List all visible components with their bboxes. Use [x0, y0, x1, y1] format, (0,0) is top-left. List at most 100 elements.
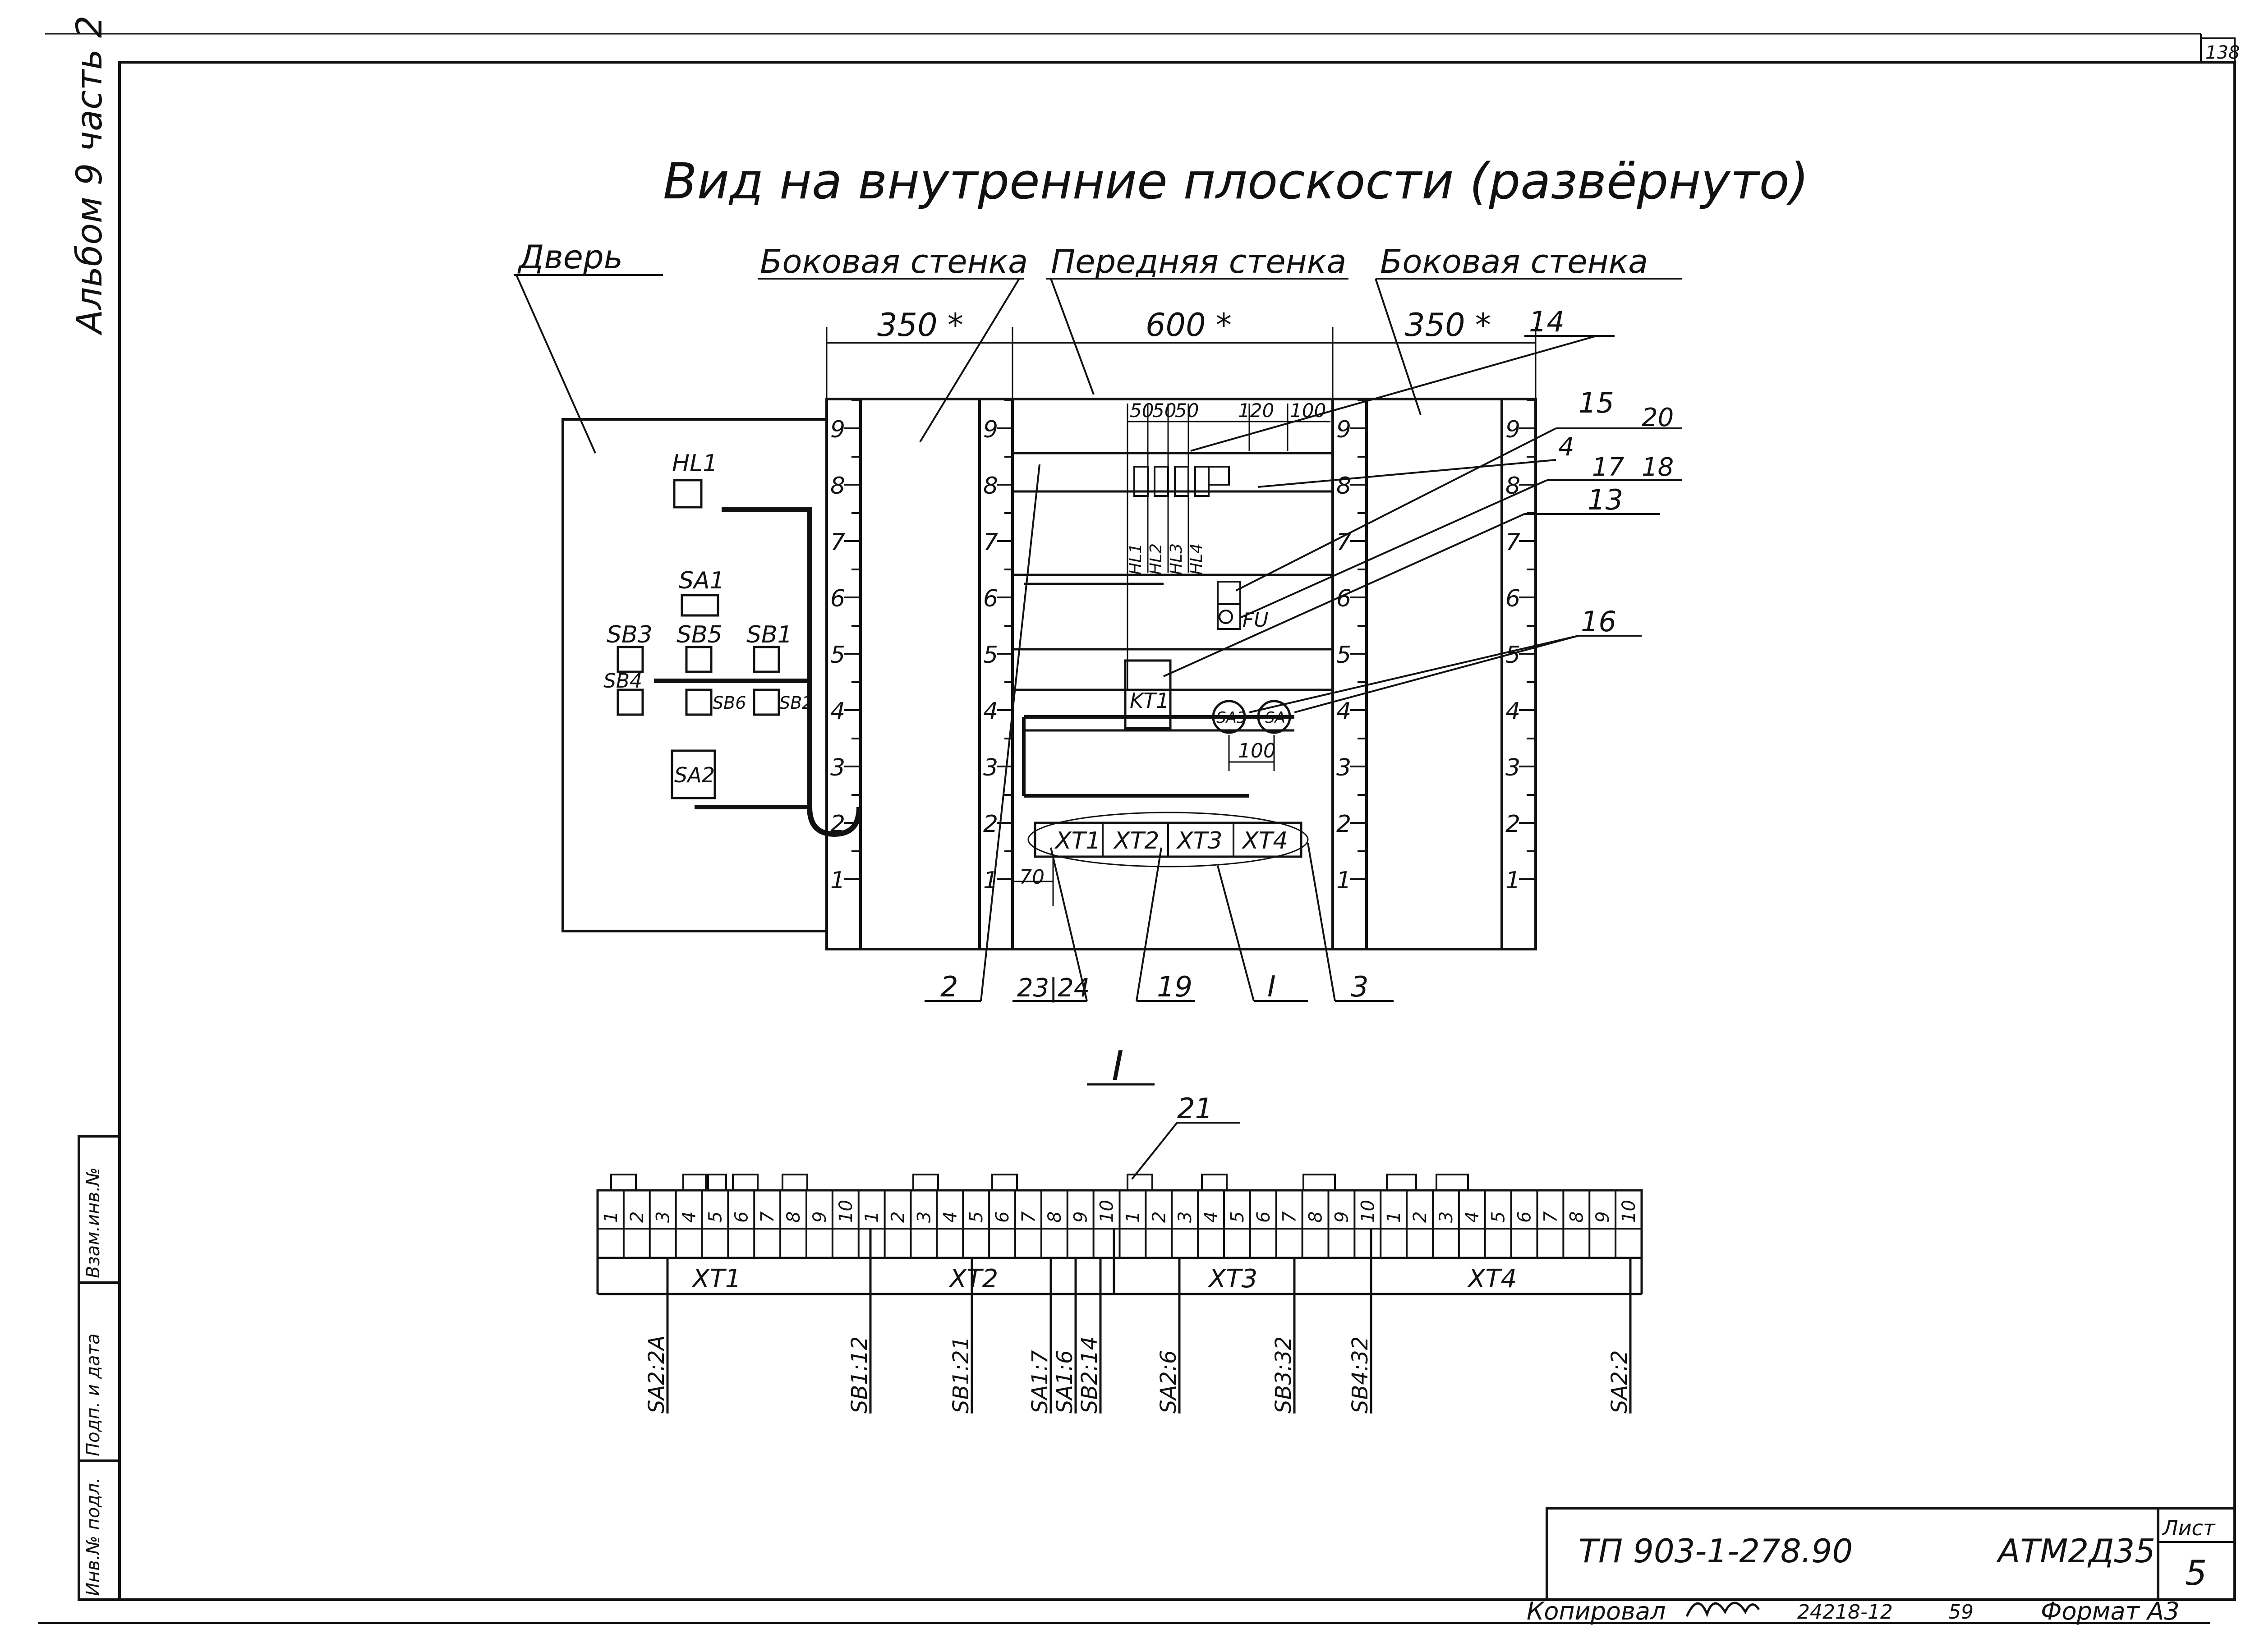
- door-sb4: SB4: [603, 670, 642, 693]
- terminal-number: 5: [966, 1211, 987, 1223]
- door-sb3: SB3: [607, 621, 653, 648]
- scale-number: 5: [983, 642, 998, 669]
- stamp-replaced-inv: Взам.инв.№: [83, 1167, 104, 1278]
- dim-side-left: 350 *: [877, 307, 963, 344]
- side-wall-right: [1331, 398, 1537, 950]
- scale-number: 2: [983, 811, 998, 838]
- lamp-hl2: HL2: [1147, 543, 1165, 575]
- terminal-number: 8: [1306, 1211, 1326, 1223]
- lamp-hl3: HL3: [1167, 543, 1186, 575]
- terminal-number: 1: [1384, 1211, 1404, 1223]
- terminal-number: 2: [1410, 1211, 1431, 1223]
- scale-number: 1: [1505, 867, 1520, 894]
- callout-15: 15: [1578, 386, 1614, 419]
- wire-label: SA2:2: [1607, 1350, 1632, 1413]
- terminal-xt1: XT1: [1054, 827, 1100, 854]
- terminal-number: 3: [1175, 1211, 1196, 1223]
- dim-top-100: 100: [1290, 399, 1326, 422]
- label-side-wall-left: Боковая стенка: [760, 243, 1028, 280]
- scale-number: 4: [1505, 698, 1520, 725]
- dim-top-50a: 50: [1130, 399, 1154, 422]
- door-sb5: SB5: [676, 621, 723, 648]
- wire-label: SA1:7: [1027, 1350, 1053, 1413]
- door-sb2: SB2: [779, 693, 813, 713]
- dim-side-right: 350 *: [1405, 307, 1491, 344]
- scale-number: 6: [983, 585, 998, 612]
- terminal-number: 8: [1045, 1211, 1065, 1223]
- door-sb6: SB6: [713, 693, 746, 713]
- scale-number: 2: [830, 811, 845, 838]
- terminal-xt2: XT2: [1113, 827, 1159, 854]
- terminal-number: 2: [888, 1211, 909, 1223]
- terminal-number: 1: [1123, 1211, 1143, 1223]
- scale-number: 3: [1505, 754, 1520, 781]
- door-hl1: HL1: [672, 450, 718, 477]
- terminal-number: 6: [1253, 1211, 1274, 1223]
- album-label: Альбом 9 часть 2: [69, 15, 110, 336]
- switch-sa3: SA3: [1216, 709, 1246, 727]
- scale-number: 6: [830, 585, 845, 612]
- terminal-xt4: XT4: [1241, 827, 1288, 854]
- footer-copied: Копировал: [1527, 1597, 1666, 1625]
- terminal-xt3: XT3: [1176, 827, 1222, 854]
- page-title: Вид на внутренние плоскости (развёрнуто): [663, 152, 1809, 210]
- door-panel: [561, 418, 828, 932]
- terminal-number: 4: [679, 1211, 700, 1223]
- terminal-number: 3: [653, 1211, 674, 1223]
- label-side-wall-right: Боковая стенка: [1380, 243, 1648, 280]
- door-sb1: SB1: [746, 621, 792, 648]
- wire-label: SA2:2A: [644, 1335, 669, 1413]
- callout-16: 16: [1581, 605, 1616, 638]
- terminal-number: 10: [1097, 1200, 1118, 1223]
- scale-number: 7: [1505, 529, 1520, 556]
- footer-code: 24218-12: [1797, 1601, 1893, 1624]
- scale-number: 9: [1336, 416, 1351, 443]
- detail-block-xt1: XT1: [691, 1264, 741, 1294]
- callout-13: 13: [1588, 483, 1623, 516]
- terminal-number: 1: [862, 1211, 883, 1223]
- scale-number: 6: [1505, 585, 1520, 612]
- terminal-number: 7: [1279, 1211, 1300, 1223]
- terminal-number: 6: [992, 1211, 1013, 1223]
- title-block: [1546, 1507, 2236, 1601]
- scale-number: 4: [983, 698, 998, 725]
- callout-23-24: 23|24: [1017, 973, 1090, 1003]
- scale-number: 8: [983, 473, 998, 500]
- callout-4: 4: [1558, 432, 1574, 462]
- dim-xt-offset: 70: [1019, 866, 1045, 889]
- scale-number: 8: [1505, 473, 1520, 500]
- detail-block-xt2: XT2: [948, 1264, 998, 1294]
- detail-callout-21: 21: [1177, 1092, 1213, 1125]
- terminal-number: 8: [1566, 1211, 1587, 1223]
- detail-heading: I: [1112, 1042, 1124, 1090]
- lamp-hl1: HL1: [1127, 543, 1145, 575]
- scale-number: 1: [830, 867, 845, 894]
- wire-label: SA1:6: [1052, 1350, 1077, 1413]
- scale-number: 9: [1505, 416, 1520, 443]
- scale-number: 7: [1336, 529, 1351, 556]
- terminal-number: 7: [1540, 1211, 1561, 1223]
- doc-mark: АТМ2Д35: [1996, 1532, 2155, 1570]
- terminal-number: 2: [1149, 1211, 1169, 1223]
- wire-label: SB1:12: [847, 1336, 872, 1413]
- doc-code: ТП 903-1-278.90: [1578, 1532, 1853, 1570]
- terminal-number: 9: [1592, 1211, 1613, 1223]
- scale-number: 1: [983, 867, 998, 894]
- dim-front: 600 *: [1146, 307, 1232, 344]
- dim-top-120: 120: [1238, 399, 1274, 422]
- scale-number: 3: [1336, 754, 1351, 781]
- scale-number: 8: [1336, 473, 1351, 500]
- fuse-fu: FU: [1243, 609, 1269, 632]
- terminal-number: 2: [627, 1211, 648, 1223]
- footer-format: Формат А3: [2041, 1597, 2180, 1625]
- terminal-number: 8: [783, 1211, 804, 1223]
- terminal-number: 4: [1462, 1211, 1483, 1223]
- scale-number: 9: [983, 416, 998, 443]
- callout-19: 19: [1157, 970, 1192, 1003]
- sheet-corner-number: 138: [2205, 42, 2240, 63]
- scale-number: 3: [983, 754, 998, 781]
- dim-top-50b: 50: [1152, 399, 1176, 422]
- stamp-inv-number: Инв.№ подл.: [83, 1478, 104, 1596]
- terminal-number: 4: [940, 1211, 961, 1223]
